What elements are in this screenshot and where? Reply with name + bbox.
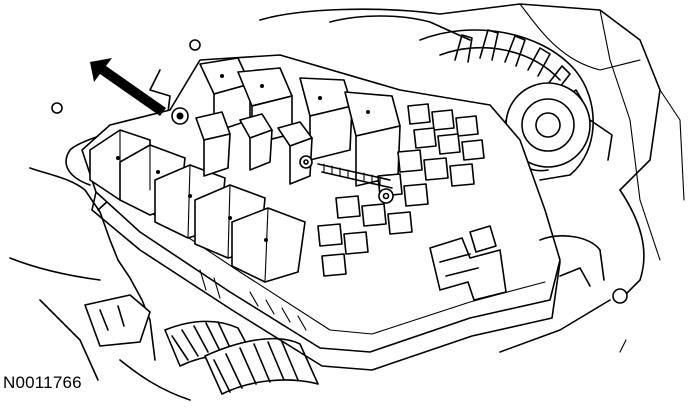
right-edge-hardware [499,235,628,353]
engine-background [51,3,685,301]
callout-arrow [90,58,189,125]
alternator [419,29,613,181]
fuse-relay-box [81,54,561,371]
corrugated-hoses [119,320,319,401]
figure-id-label: N0011766 [3,373,82,392]
